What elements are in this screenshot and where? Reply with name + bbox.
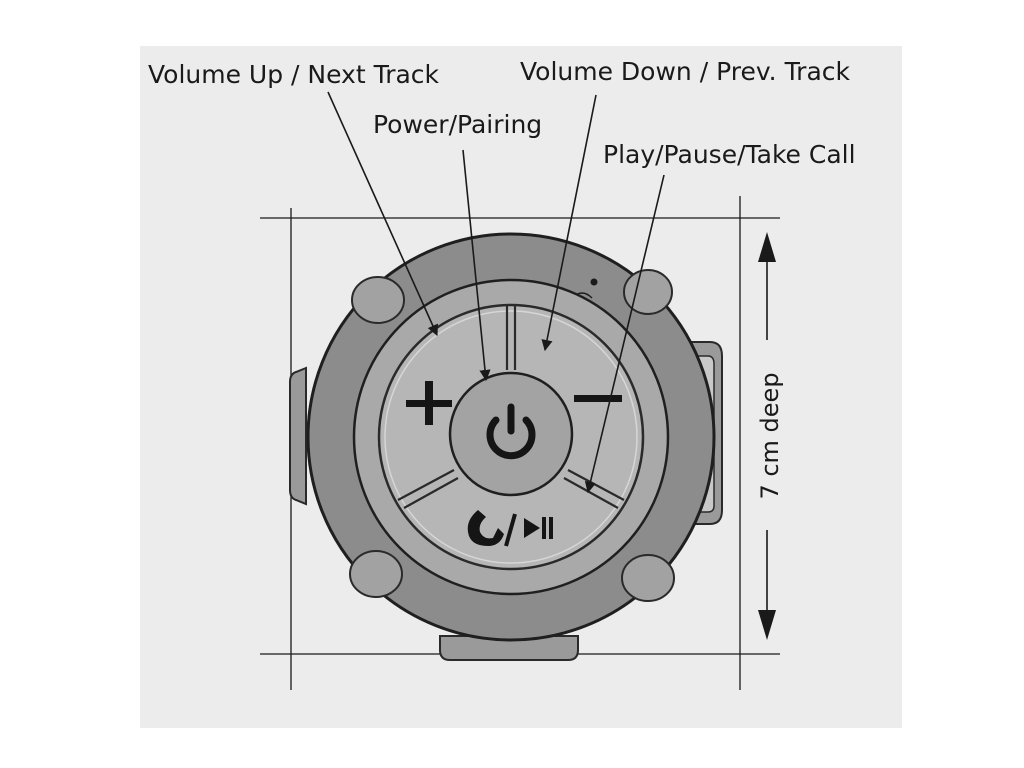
label-power-pairing: Power/Pairing [373,110,542,139]
volume-down-button[interactable] [574,395,622,402]
label-volume-up-next: Volume Up / Next Track [148,60,440,89]
phone-icon [467,510,504,546]
slash-icon [504,513,517,547]
bottom-clip [439,635,579,661]
play-icon [524,518,540,538]
corner-bumps [349,269,675,602]
label-play-pause-call: Play/Pause/Take Call [603,140,856,169]
volume-up-button[interactable] [406,381,452,425]
callout-arrows [327,91,665,494]
pause-bar-icon [542,517,546,539]
minus-icon [574,395,622,402]
left-side-tab [289,366,307,506]
depth-arrow [758,232,776,640]
mic-dot [590,278,598,286]
play-pause-call-button[interactable] [467,510,553,547]
depth-label: 7 cm deep [756,372,784,499]
power-icon [486,403,536,460]
label-volume-down-prev: Volume Down / Prev. Track [520,57,851,86]
